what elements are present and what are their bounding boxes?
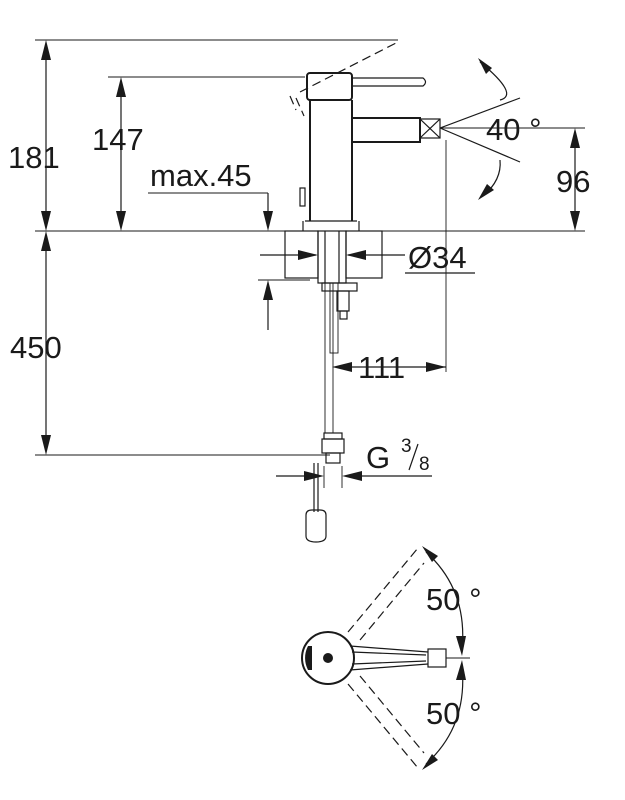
dim-diameter: Ø34 — [260, 240, 475, 275]
dim-147-label: 147 — [92, 122, 144, 157]
dim-diameter-label: Ø34 — [408, 240, 467, 275]
dim-181-label: 181 — [8, 140, 60, 175]
dim-max45: max.45 — [150, 158, 310, 330]
dim-450: 450 — [10, 231, 62, 455]
top-view: 50 ° 50 ° — [301, 546, 482, 770]
faucet-body — [289, 41, 441, 231]
shank-assembly — [305, 230, 358, 543]
swivel-bottom-label: 50 ° — [426, 696, 482, 731]
dim-450-label: 450 — [10, 330, 62, 365]
dim-147: 147 — [92, 77, 144, 231]
dim-connection-numerator: 3 — [401, 436, 412, 457]
angle-40-label: 40 ° — [486, 112, 542, 147]
dim-max45-label: max.45 — [150, 158, 252, 193]
dim-connection-label: G — [366, 440, 390, 475]
angle-40: 40 ° — [439, 58, 542, 200]
swivel-top-label: 50 ° — [426, 582, 482, 617]
dim-connection: G 3 8 — [276, 436, 432, 488]
dim-96-label: 96 — [556, 164, 590, 199]
dim-connection-denominator: 8 — [419, 454, 430, 475]
dim-181: 181 — [8, 40, 60, 231]
dim-96: 96 — [556, 128, 590, 231]
dim-111: 111 — [332, 350, 446, 385]
dim-111-label: 111 — [358, 350, 405, 385]
